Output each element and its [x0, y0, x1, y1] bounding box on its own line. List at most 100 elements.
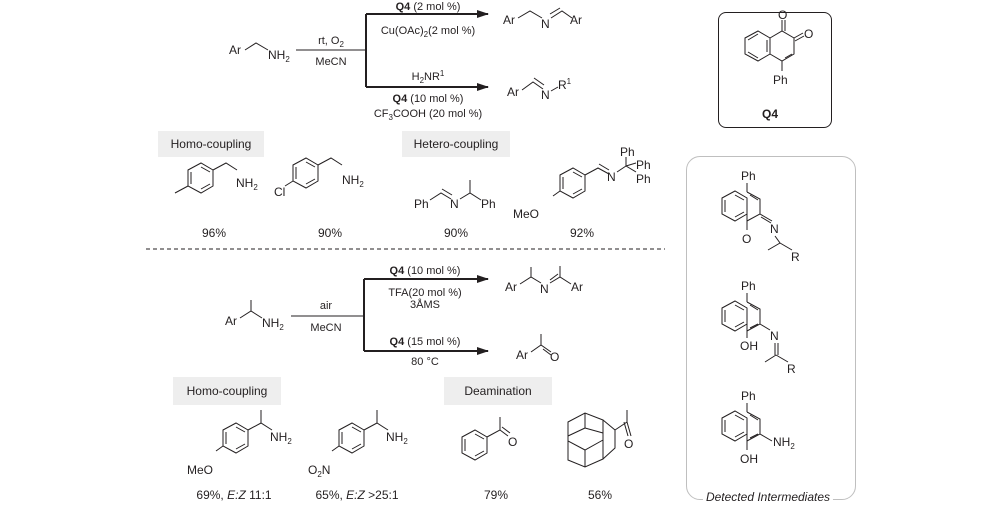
- q4-structure: O O Ph: [744, 8, 813, 87]
- nh2-text: NH2: [268, 48, 290, 64]
- detected-intermediates-box: [686, 156, 856, 500]
- ez-label: E:Z: [346, 488, 365, 502]
- deamination-label: Deamination: [444, 377, 552, 405]
- svg-text:O: O: [804, 27, 813, 41]
- homo-coupling-label-1: Homo-coupling: [158, 131, 264, 157]
- svg-text:Ph: Ph: [741, 169, 756, 183]
- lower-catalyst: Q4 (10 mol %): [393, 93, 464, 105]
- svg-text:N: N: [541, 88, 550, 102]
- yield-methoxybenzylidene-tritylamine: 92%: [569, 226, 595, 240]
- compound-adamantyl-ketone: O: [567, 410, 633, 468]
- yield-acetophenone: 79%: [483, 488, 509, 502]
- detected-intermediates-caption: Detected Intermediates: [702, 490, 834, 504]
- svg-text:OH: OH: [740, 339, 758, 353]
- svg-text:O: O: [550, 350, 559, 364]
- product-hetero-imine: Ar N R1: [507, 77, 572, 102]
- yield-value: 65%,: [315, 488, 347, 502]
- svg-text:Ph: Ph: [414, 197, 429, 211]
- svg-text:N: N: [770, 222, 779, 236]
- svg-text:Cl: Cl: [274, 185, 285, 199]
- hetero-coupling-label: Hetero-coupling: [402, 131, 510, 157]
- ez-value: >25:1: [364, 488, 399, 502]
- svg-text:NH2: NH2: [773, 435, 795, 451]
- lower-additive: CF3COOH (20 mol %): [374, 108, 482, 122]
- top-substrate: Ar NH2: [229, 42, 290, 64]
- conditions-above: rt, O2: [318, 35, 344, 49]
- svg-text:MeO: MeO: [187, 463, 213, 477]
- yield-methoxyphenylethylamine: 69%, E:Z 11:1: [196, 488, 271, 502]
- compound-acetophenone: O: [461, 417, 517, 461]
- yield-benzylidene-phenylethylamine: 90%: [443, 226, 469, 240]
- compound-nitrophenylethylamine: O2N NH2: [308, 410, 408, 479]
- compound-4-methylbenzylamine: NH2: [174, 162, 258, 194]
- conditions-above-2: air: [320, 300, 333, 312]
- svg-text:N: N: [450, 197, 459, 211]
- upper-additive2-2: 3ÅMS: [410, 298, 440, 311]
- svg-text:Ar: Ar: [503, 13, 515, 27]
- svg-text:Ar: Ar: [516, 348, 528, 362]
- yield-adamantyl-ketone: 56%: [587, 488, 613, 502]
- svg-text:R: R: [787, 362, 796, 376]
- upper-catalyst-2: Q4 (10 mol %): [390, 265, 461, 277]
- svg-text:N: N: [541, 17, 550, 31]
- intermediate-1: Ph O N R: [721, 169, 800, 264]
- q4-label: Q4: [761, 107, 779, 121]
- yield-value: 69%,: [196, 488, 228, 502]
- svg-text:OH: OH: [740, 452, 758, 466]
- svg-text:Ph: Ph: [741, 389, 756, 403]
- compound-methoxyphenylethylamine: MeO NH2: [187, 410, 292, 477]
- svg-text:NH2: NH2: [270, 430, 292, 446]
- svg-text:O2N: O2N: [308, 463, 330, 479]
- svg-text:MeO: MeO: [513, 207, 539, 221]
- upper-additive: Cu(OAc)2(2 mol %): [381, 25, 475, 39]
- lower-temperature-2: 80 °C: [411, 356, 439, 368]
- svg-text:Ph: Ph: [773, 73, 788, 87]
- product-ketimine: Ar N Ar: [505, 266, 583, 296]
- q4-catalyst-box: [718, 12, 832, 128]
- svg-text:Ar: Ar: [570, 13, 582, 27]
- ar-text: Ar: [229, 43, 241, 57]
- yield-nitrophenylethylamine: 65%, E:Z >25:1: [315, 488, 398, 502]
- lower-catalyst-2: Q4 (15 mol %): [390, 336, 461, 348]
- svg-text:Ar: Ar: [505, 280, 517, 294]
- svg-text:Ar: Ar: [571, 280, 583, 294]
- svg-text:N: N: [770, 329, 779, 343]
- upper-catalyst: Q4 (2 mol %): [396, 1, 461, 13]
- svg-text:Ar: Ar: [507, 85, 519, 99]
- svg-text:NH2: NH2: [342, 173, 364, 189]
- svg-text:O: O: [742, 232, 751, 246]
- svg-text:NH2: NH2: [262, 316, 284, 332]
- svg-text:R: R: [791, 250, 800, 264]
- svg-text:O: O: [508, 435, 517, 449]
- svg-text:Ph: Ph: [481, 197, 496, 211]
- intermediate-3: Ph OH NH2: [721, 389, 795, 466]
- conditions-below: MeCN: [315, 56, 346, 68]
- svg-text:Ph: Ph: [620, 145, 635, 159]
- ez-label: E:Z: [227, 488, 246, 502]
- svg-text:R1: R1: [558, 77, 572, 92]
- product-ketone: Ar O: [516, 334, 559, 364]
- intermediate-2: Ph OH N R: [721, 279, 796, 376]
- lower-reagent: H2NR1: [412, 69, 445, 85]
- compound-methoxybenzylidene-tritylamine: MeO N Ph Ph Ph: [513, 145, 651, 221]
- svg-text:N: N: [540, 282, 549, 296]
- svg-text:N: N: [607, 170, 616, 184]
- svg-text:Ar: Ar: [225, 314, 237, 328]
- svg-text:Ph: Ph: [636, 172, 651, 186]
- ez-value: 11:1: [245, 488, 272, 502]
- conditions-below-2: MeCN: [310, 322, 341, 334]
- compound-4-chlorobenzylamine: Cl NH2: [274, 157, 364, 199]
- compound-benzylidene-phenylethylamine: Ph N Ph: [414, 180, 496, 211]
- yield-4-chlorobenzylamine: 90%: [317, 226, 343, 240]
- svg-text:NH2: NH2: [386, 430, 408, 446]
- product-homo-imine: Ar N Ar: [503, 7, 582, 31]
- bottom-substrate: Ar NH2: [225, 300, 284, 332]
- svg-text:O: O: [624, 437, 633, 451]
- upper-additive-2: TFA(20 mol %): [388, 287, 461, 299]
- yield-4-methylbenzylamine: 96%: [201, 226, 227, 240]
- homo-coupling-label-2: Homo-coupling: [173, 377, 281, 405]
- bond: [244, 42, 269, 51]
- svg-text:NH2: NH2: [236, 176, 258, 192]
- svg-text:Ph: Ph: [636, 158, 651, 172]
